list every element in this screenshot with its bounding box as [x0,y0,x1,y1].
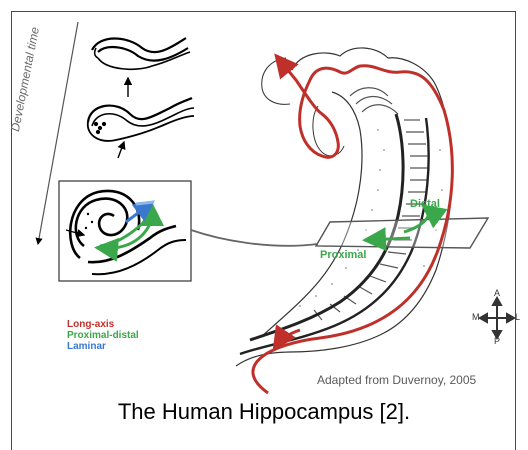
lateral-label: L [515,312,520,322]
inset-connector [191,230,318,246]
figure-caption: The Human Hippocampus [2]. [0,399,528,425]
distal-label: Distal [410,198,440,210]
legend-laminar: Laminar [67,341,139,352]
anterior-label: A [494,288,500,298]
orientation-cross [480,298,514,338]
posterior-label: P [494,336,500,346]
legend-long-axis: Long-axis [67,319,139,330]
medial-label: M [472,312,480,322]
legend: Long-axis Proximal-distal Laminar [67,319,139,352]
legend-proximal-distal: Proximal-distal [67,330,139,341]
proximal-arrow [368,238,410,240]
transverse-plane [316,218,488,248]
stage-1-sketch [92,38,190,97]
credit-text: Adapted from Duvernoy, 2005 [317,373,476,387]
stage-2-sketch [88,98,194,158]
proximal-label: Proximal [320,249,366,261]
inset-box [59,181,191,281]
